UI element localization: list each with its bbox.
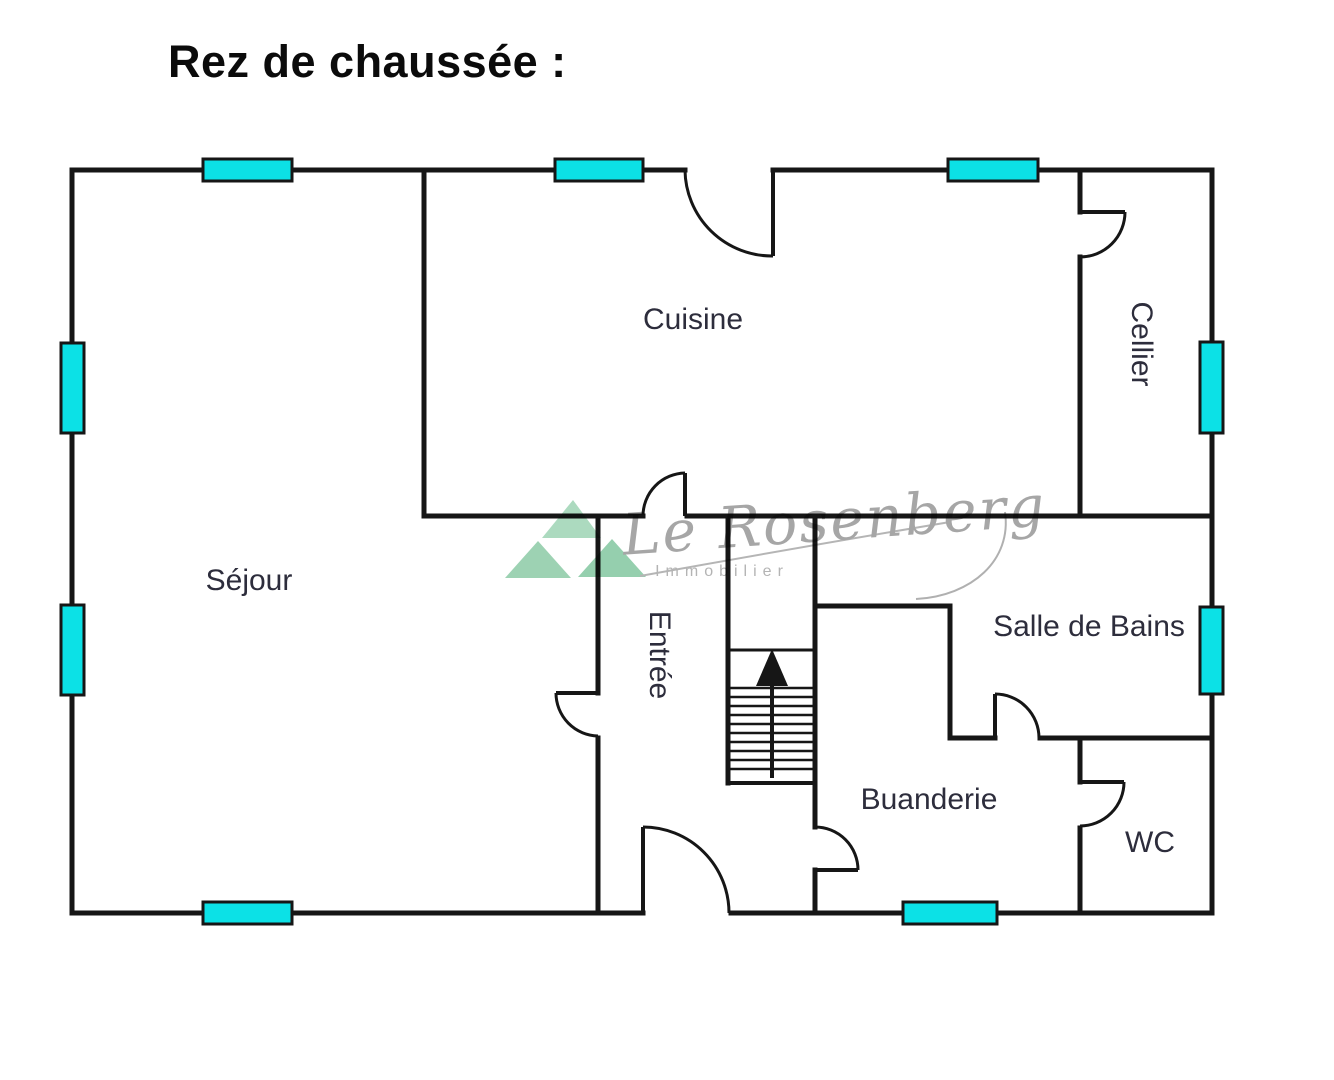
interior-walls	[421, 167, 1215, 916]
window	[1198, 340, 1225, 435]
door-arc	[554, 692, 599, 738]
window	[901, 900, 999, 926]
window	[59, 603, 86, 697]
room-label-cuisine: Cuisine	[642, 303, 744, 336]
window	[946, 157, 1040, 183]
door-arc	[641, 471, 686, 517]
door-cuisine-exterior	[683, 169, 775, 258]
window	[59, 341, 86, 435]
door-arc	[1079, 781, 1126, 828]
stair-up-arrow-icon	[756, 649, 788, 686]
room-label-buanderie: Buanderie	[860, 783, 998, 816]
room-label-entree: Entrée	[643, 610, 676, 700]
staircase	[728, 648, 815, 785]
door-arc	[994, 692, 1041, 739]
room-label-cellier: Cellier	[1125, 301, 1158, 387]
door-arc	[814, 825, 860, 871]
windows	[59, 157, 1225, 926]
door-salle-de-bains	[993, 692, 1041, 739]
room-label-salle-de-bains: Salle de Bains	[993, 610, 1185, 643]
door-buanderie	[814, 825, 860, 872]
door-cellier	[1079, 210, 1127, 259]
room-label-wc: WC	[1125, 826, 1175, 859]
window	[201, 900, 294, 926]
door-arc	[683, 169, 774, 258]
door-wc	[1079, 780, 1126, 828]
window	[1198, 605, 1225, 696]
window	[553, 157, 645, 183]
window	[201, 157, 294, 183]
door-arc	[642, 825, 731, 914]
door-sejour	[554, 691, 599, 738]
page-title: Rez de chaussée :	[168, 36, 567, 87]
door-cuisine-entree	[641, 471, 687, 517]
room-label-sejour: Séjour	[205, 564, 293, 597]
door-front-entrance	[641, 825, 731, 914]
outer-walls	[69, 167, 1215, 916]
door-arc	[1079, 211, 1127, 259]
